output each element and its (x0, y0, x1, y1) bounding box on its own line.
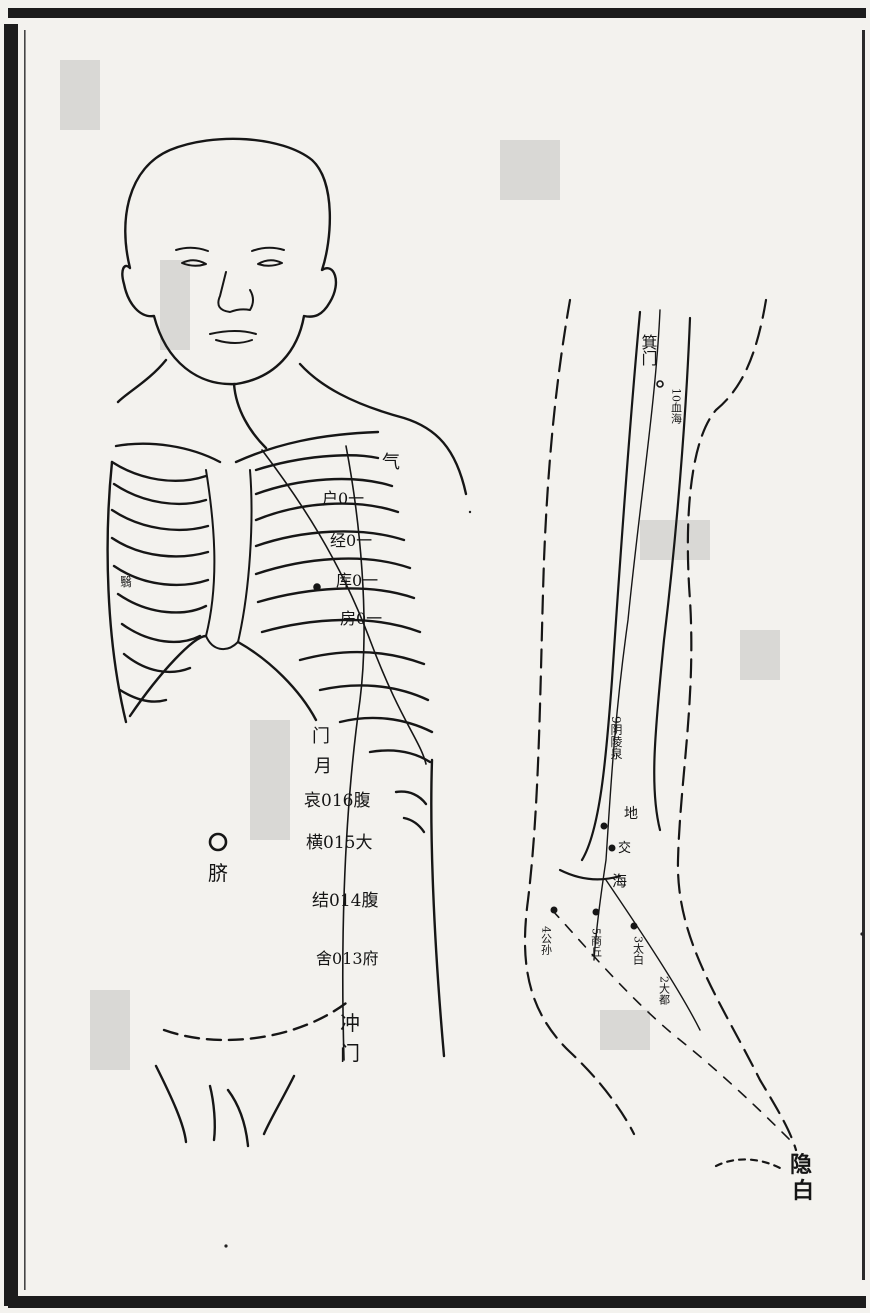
inner-left-rule (24, 30, 26, 1290)
ankle-curve (560, 870, 620, 879)
hip-right (264, 1076, 294, 1134)
rib-left-edge (108, 462, 126, 722)
label-thigh-point: 10血海 (670, 388, 683, 425)
foot-point-dot-1 (552, 908, 557, 913)
label-abdomen-row-4: 横015大 (306, 833, 372, 853)
label-navel: 脐 (208, 861, 228, 885)
label-abdomen-row-3: 哀016腹 (304, 791, 370, 811)
rib-right-10 (340, 718, 432, 732)
abdomen-right-flank (431, 760, 444, 1056)
page-frame (4, 8, 866, 1308)
label-chest-row-4: 房0一 (340, 609, 382, 628)
rib-left-7 (122, 624, 200, 642)
foot-point-dot-2 (594, 910, 599, 915)
leg-figure (525, 300, 796, 1168)
toe-tip (716, 1159, 780, 1168)
label-neck-top: 气 (382, 452, 400, 473)
rib-right-13 (404, 818, 424, 832)
hip-center-left (210, 1086, 215, 1140)
chest-point-dot (314, 584, 319, 589)
leg-labels: 箕门 10血海 9阴陵泉 地 交 海 4公孙 5商丘 3太白 2大都 隐 白 (540, 334, 815, 1204)
top-border (8, 8, 866, 18)
rib-right-6 (258, 588, 414, 602)
foot-meridian-branch (606, 880, 700, 1030)
label-toe-2: 白 (792, 1178, 814, 1204)
rib-left-1 (112, 462, 206, 481)
hip-left (156, 1066, 186, 1142)
label-chest-row-1: 户0一 (322, 489, 364, 508)
foot-sole (552, 910, 790, 1140)
sternum (206, 470, 252, 649)
neck-line (234, 384, 266, 448)
mouth (210, 331, 256, 343)
label-abdomen-row-7: 冲 (340, 1011, 360, 1035)
right-shoulder (300, 364, 466, 494)
label-foot-point-3: 3太白 (632, 936, 645, 965)
hip-center (228, 1090, 248, 1146)
rib-right-8 (300, 652, 424, 664)
label-abdomen-row-6: 舍013府 (316, 949, 379, 968)
rib-left-6 (118, 594, 206, 612)
label-chest-row-3: 库0一 (336, 571, 378, 590)
label-ankle-point-1: 地 (624, 806, 638, 822)
abdomen-lower-arc (164, 1000, 350, 1040)
label-ankle-point-3: 海 (612, 872, 627, 890)
left-shoulder (118, 360, 166, 402)
spleen-meridian-line (594, 310, 660, 960)
label-thigh-top: 箕门 (639, 334, 658, 367)
label-abdomen-row-2: 月 (314, 756, 332, 777)
foot-point-dot-3 (632, 924, 637, 929)
rib-right-12 (396, 792, 426, 804)
left-border (4, 24, 18, 1306)
rib-left-3 (112, 510, 208, 530)
label-shin-point: 9阴陵泉 (609, 716, 623, 760)
label-foot-point-4: 2大都 (658, 976, 671, 1005)
bottom-border (8, 1296, 866, 1308)
label-chest-row-5: 翳 (120, 575, 132, 589)
ankle-point-dot-1 (602, 824, 607, 829)
right-eyebrow (252, 248, 284, 251)
rib-right-9 (320, 685, 428, 700)
label-chest-row-2: 经0一 (330, 531, 372, 550)
thigh-point-dot (657, 381, 663, 387)
label-abdomen-row-5: 结014腹 (312, 891, 378, 911)
navel-circle (210, 834, 226, 850)
right-border (862, 30, 865, 1280)
rib-left-2 (114, 484, 206, 504)
right-eye (258, 260, 282, 266)
label-foot-point-2: 5商丘 (590, 928, 603, 957)
ankle-point-dot-2 (610, 846, 615, 851)
label-toe-1: 隐 (790, 1152, 812, 1178)
head-outline (122, 139, 336, 384)
nose (218, 272, 253, 312)
rib-left-8 (124, 654, 190, 672)
label-abdomen-row-1: 门 (312, 726, 330, 747)
rib-left-4 (112, 538, 208, 556)
left-eyebrow (176, 248, 208, 251)
clavicle-left (116, 444, 220, 462)
label-abdomen-row-8: 门 (340, 1041, 360, 1065)
label-foot-point-1: 4公孙 (540, 926, 553, 955)
rib-right-5 (256, 559, 410, 574)
label-ankle-point-2: 交 (618, 840, 631, 856)
